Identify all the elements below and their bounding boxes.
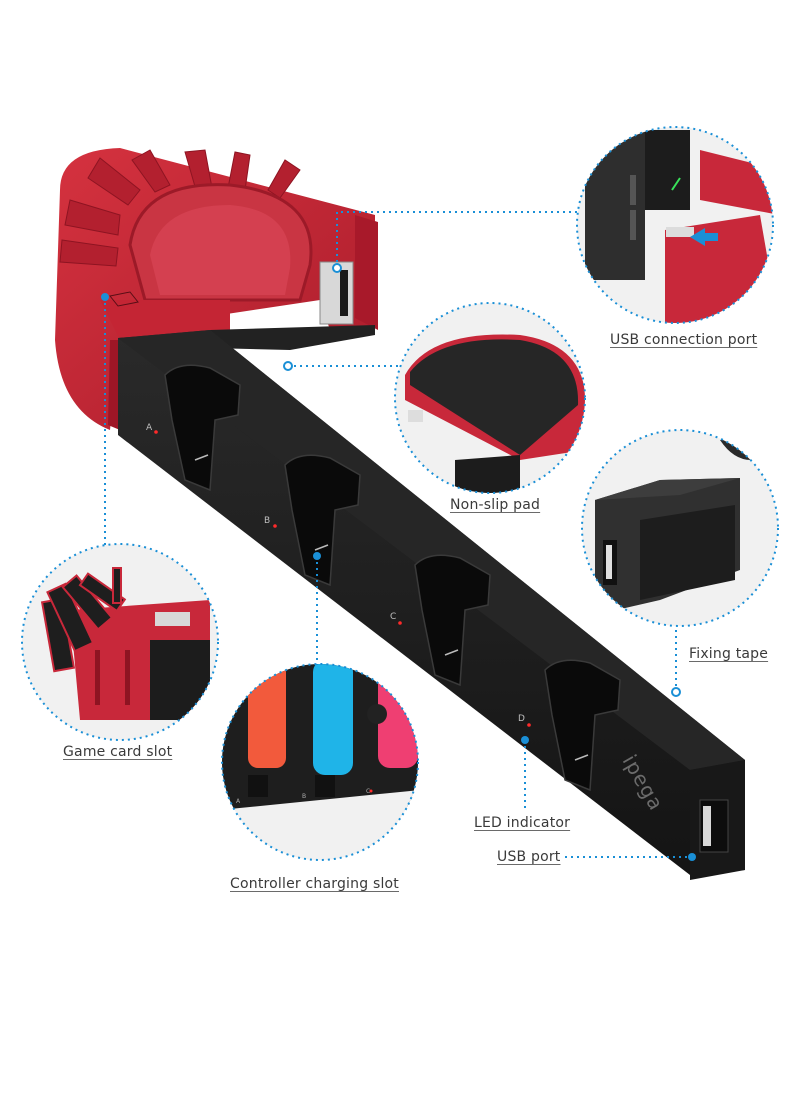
label-non-slip-pad: Non-slip pad: [450, 497, 541, 513]
led-a-icon: [154, 430, 158, 434]
slot-letter-b: B: [264, 516, 270, 526]
label-usb-port: USB port: [497, 849, 561, 865]
slot-letter-a: A: [146, 423, 153, 433]
charging-bar: A B C D ipega: [118, 330, 745, 880]
leader-lines: [104, 211, 692, 858]
slot-letter-d: D: [518, 714, 525, 724]
svg-text:A: A: [236, 798, 241, 805]
label-fixing-tape: Fixing tape: [689, 646, 769, 662]
red-base: [55, 148, 378, 430]
slot-letter-c: C: [390, 612, 396, 622]
inset-fixing-tape: [581, 429, 779, 627]
inset-game-card-slot: [21, 543, 219, 741]
label-led-indicator: LED indicator: [474, 815, 571, 831]
leader-dots: [101, 263, 696, 861]
inset-non-slip-pad: [394, 302, 586, 494]
led-b-icon: [273, 524, 277, 528]
inset-usb-connection-port: [576, 126, 774, 324]
svg-text:B: B: [302, 793, 306, 800]
label-controller-charging-slot: Controller charging slot: [230, 876, 399, 892]
led-d-icon: [527, 723, 531, 727]
label-game-card-slot: Game card slot: [63, 744, 173, 760]
inset-controller-charging-slot: A B C: [221, 663, 419, 861]
label-usb-connection-port: USB connection port: [610, 332, 758, 348]
led-c-icon: [398, 621, 402, 625]
svg-text:C: C: [366, 788, 370, 795]
